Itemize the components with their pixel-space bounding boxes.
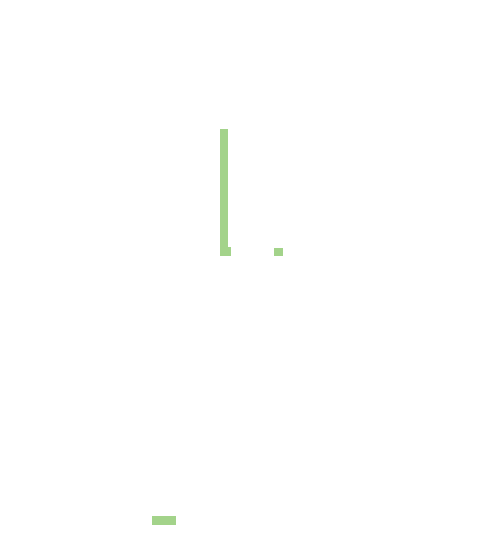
paddle[interactable]: [152, 516, 176, 525]
bar-foot: [220, 247, 231, 256]
small-square: [274, 248, 283, 256]
vertical-bar: [220, 129, 228, 247]
